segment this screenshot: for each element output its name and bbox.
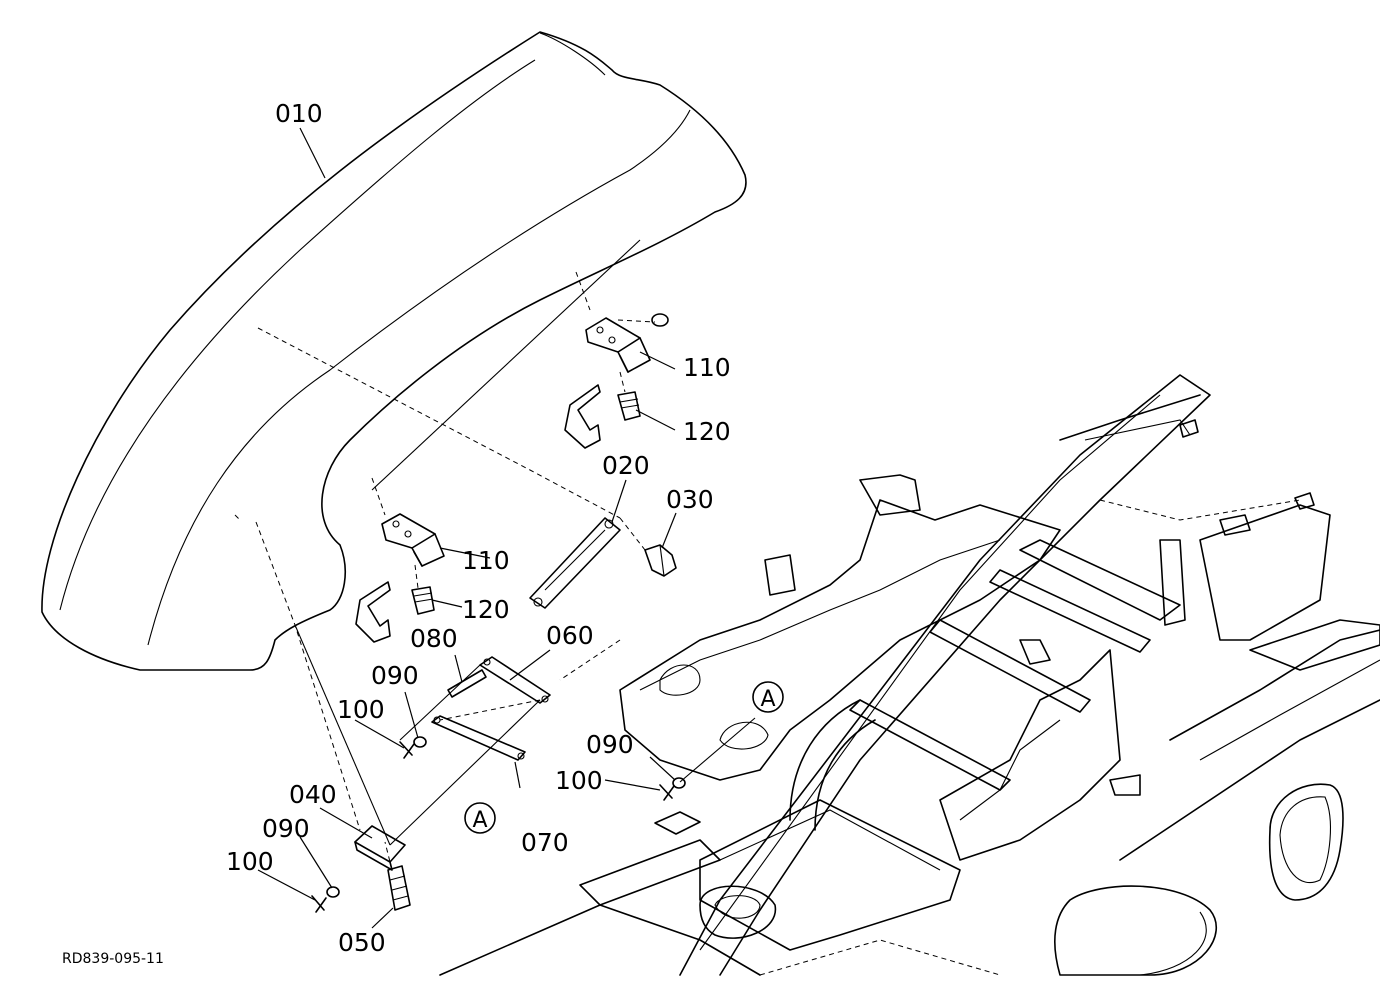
label-030: 030 xyxy=(666,485,714,514)
reference-marker-a-frame: A xyxy=(752,681,784,713)
label-070: 070 xyxy=(521,828,569,857)
label-080: 080 xyxy=(410,624,458,653)
assembly-lines xyxy=(234,239,756,871)
label-100-c: 100 xyxy=(226,847,274,876)
label-110-lower: 110 xyxy=(462,546,510,575)
label-010: 010 xyxy=(275,99,323,128)
ref-a-link: A xyxy=(472,808,487,833)
stay-bar xyxy=(529,517,621,609)
label-050: 050 xyxy=(338,928,386,957)
label-100-b: 100 xyxy=(555,766,603,795)
label-120-lower: 120 xyxy=(462,595,510,624)
hinge-bracket-lower xyxy=(355,513,445,643)
label-100-a: 100 xyxy=(337,695,385,724)
label-120-upper: 120 xyxy=(683,417,731,446)
label-020: 020 xyxy=(602,451,650,480)
link-rod-070 xyxy=(431,715,526,761)
washers-and-pins xyxy=(311,736,701,913)
label-110-upper: 110 xyxy=(683,353,731,382)
bottom-bracket xyxy=(354,825,411,911)
label-060: 060 xyxy=(546,621,594,650)
drawing-code: RD839-095-11 xyxy=(62,951,164,967)
label-090-a: 090 xyxy=(371,661,419,690)
reference-marker-a-link: A xyxy=(464,802,496,834)
link-rod-060 xyxy=(479,656,551,704)
leader-lines xyxy=(257,127,677,929)
label-090-c: 090 xyxy=(262,814,310,843)
knob-pin xyxy=(644,544,677,577)
machine-frame xyxy=(439,374,1380,976)
part-number-labels: 010 110 120 020 030 110 120 060 080 090 … xyxy=(226,99,731,957)
hinge-bracket-upper xyxy=(564,313,669,449)
label-090-b: 090 xyxy=(586,730,634,759)
hood-cover xyxy=(41,31,747,671)
label-040: 040 xyxy=(289,780,337,809)
pin-080 xyxy=(447,669,487,698)
ref-a-frame: A xyxy=(760,687,775,712)
